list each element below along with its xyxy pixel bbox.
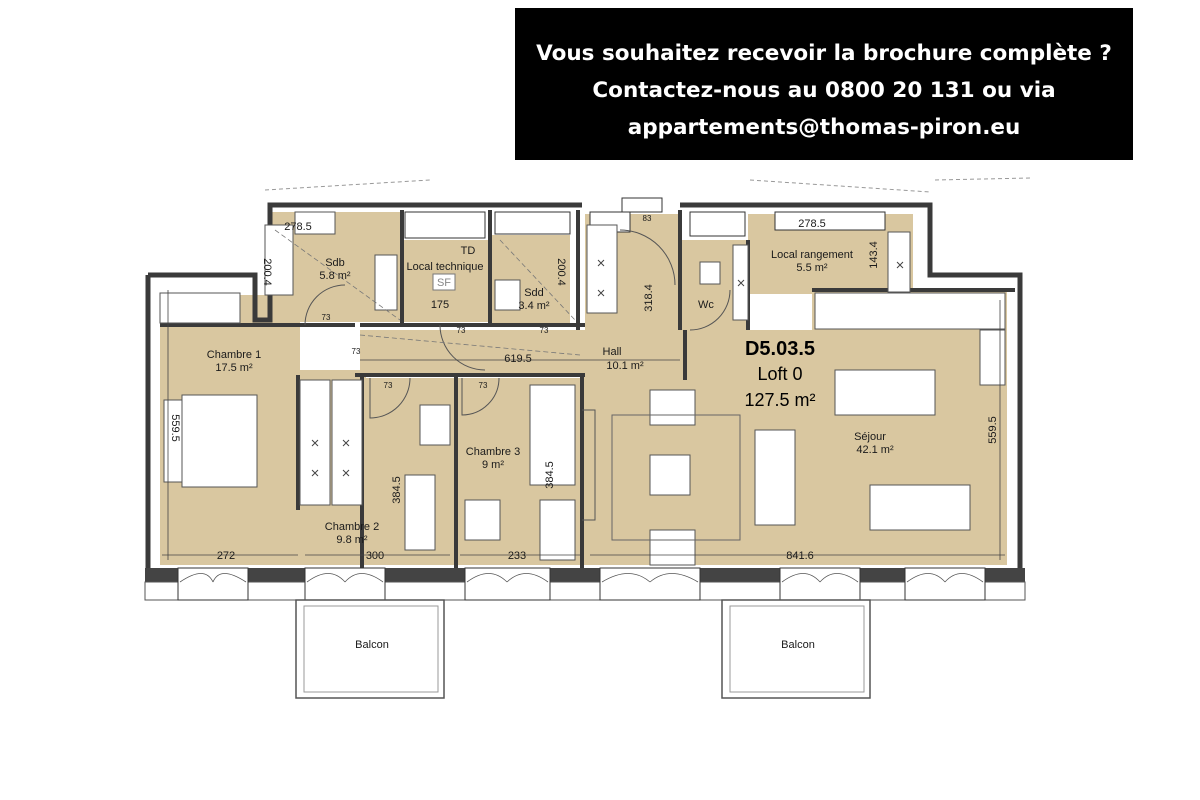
room-labels: Chambre 1 17.5 m² Chambre 2 9.8 m² Chamb… (207, 249, 894, 651)
td-label: TD (461, 245, 476, 257)
sf-box (432, 273, 456, 291)
sejour-name: Séjour (854, 431, 886, 443)
chambre3-area: 9 m² (482, 459, 504, 471)
interior-walls (160, 210, 1015, 568)
door-swings (304, 229, 731, 419)
dim-chambre2-height: 384.5 (391, 476, 403, 504)
dim-door: 83 (643, 214, 652, 223)
dim-chambre1-width: 272 (217, 550, 235, 562)
dim-chambre1-height: 559.5 (169, 414, 181, 442)
balcony-right-inner (729, 605, 865, 693)
balcony-right (721, 599, 871, 699)
dim-rangement-width: 278.5 (798, 218, 826, 230)
unit-type: Loft 0 (757, 364, 802, 384)
sf-label: SF (437, 277, 451, 289)
chambre2-area: 9.8 m² (336, 534, 368, 546)
unit-title: D5.03.5 Loft 0 127.5 m² (744, 338, 815, 410)
facade-sill (144, 581, 1026, 601)
wc-name: Wc (698, 299, 714, 311)
hall-dashed-lines (274, 229, 581, 356)
hall-name: Hall (603, 346, 622, 358)
chambre1-name: Chambre 1 (207, 349, 261, 361)
sdd-name: Sdd (524, 287, 544, 299)
roof-line (749, 179, 931, 193)
dim-sdd-height: 200.4 (555, 258, 567, 286)
dim-door: 73 (540, 326, 549, 335)
local-rangement-area: 5.5 m² (796, 262, 828, 274)
balcon-right-name: Balcon (781, 639, 815, 651)
dim-door: 73 (384, 381, 393, 390)
tv-unit (582, 409, 596, 521)
facade-wall (145, 568, 1025, 582)
balcony-left (295, 599, 445, 699)
dimension-lines (162, 290, 1005, 560)
windows (177, 567, 986, 601)
banner-line-3: appartements@thomas-piron.eu (627, 115, 1021, 140)
furniture (163, 211, 971, 566)
chambre1-area: 17.5 m² (215, 362, 253, 374)
banner-line-2: Contactez-nous au 0800 20 131 ou via (592, 78, 1056, 103)
dim-hall-height: 318.4 (643, 284, 655, 312)
hall-area: 10.1 m² (606, 360, 644, 372)
sdd-area: 3.4 m² (518, 300, 550, 312)
window-swings (179, 573, 984, 583)
dim-door: 73 (352, 347, 361, 356)
dim-door: 73 (479, 381, 488, 390)
dim-hall-length: 619.5 (504, 353, 532, 365)
banner-line-1: Vous souhaitez recevoir la brochure comp… (536, 41, 1112, 66)
sdb-name: Sdb (325, 257, 345, 269)
balcon-left-name: Balcon (355, 639, 389, 651)
balcony-left-inner (303, 605, 439, 693)
dim-rangement-height: 143.4 (868, 241, 880, 269)
sejour-area: 42.1 m² (856, 444, 894, 456)
unit-area: 127.5 m² (744, 390, 815, 410)
sdb-area: 5.8 m² (319, 270, 351, 282)
unit-code: D5.03.5 (745, 338, 815, 360)
contact-banner: Vous souhaitez recevoir la brochure comp… (515, 8, 1133, 160)
rug (611, 414, 741, 541)
dim-sejour-height: 559.5 (987, 416, 999, 444)
dim-chambre3-height: 384.5 (544, 461, 556, 489)
roof-line (934, 177, 1031, 181)
exterior-walls (145, 202, 1023, 570)
dimension-labels: 278.5 200.4 200.4 278.5 143.4 175 619.5 … (169, 214, 999, 562)
dim-local-technique: 175 (431, 299, 449, 311)
wardrobe-x-marks (311, 259, 904, 477)
dim-chambre3-width: 233 (508, 550, 526, 562)
dim-door: 73 (322, 313, 331, 322)
dim-chambre2-width: 300 (366, 550, 384, 562)
wardrobes (159, 224, 1006, 561)
dim-sejour-width: 841.6 (786, 550, 814, 562)
local-rangement-name: Local rangement (771, 249, 853, 261)
dim-sdb-height: 200.4 (261, 258, 273, 286)
chambre3-name: Chambre 3 (466, 446, 520, 458)
dim-sdb-width: 278.5 (284, 221, 312, 233)
roof-line (264, 179, 431, 191)
local-technique-name: Local technique (406, 261, 483, 273)
dim-door: 73 (457, 326, 466, 335)
chambre2-name: Chambre 2 (325, 521, 379, 533)
